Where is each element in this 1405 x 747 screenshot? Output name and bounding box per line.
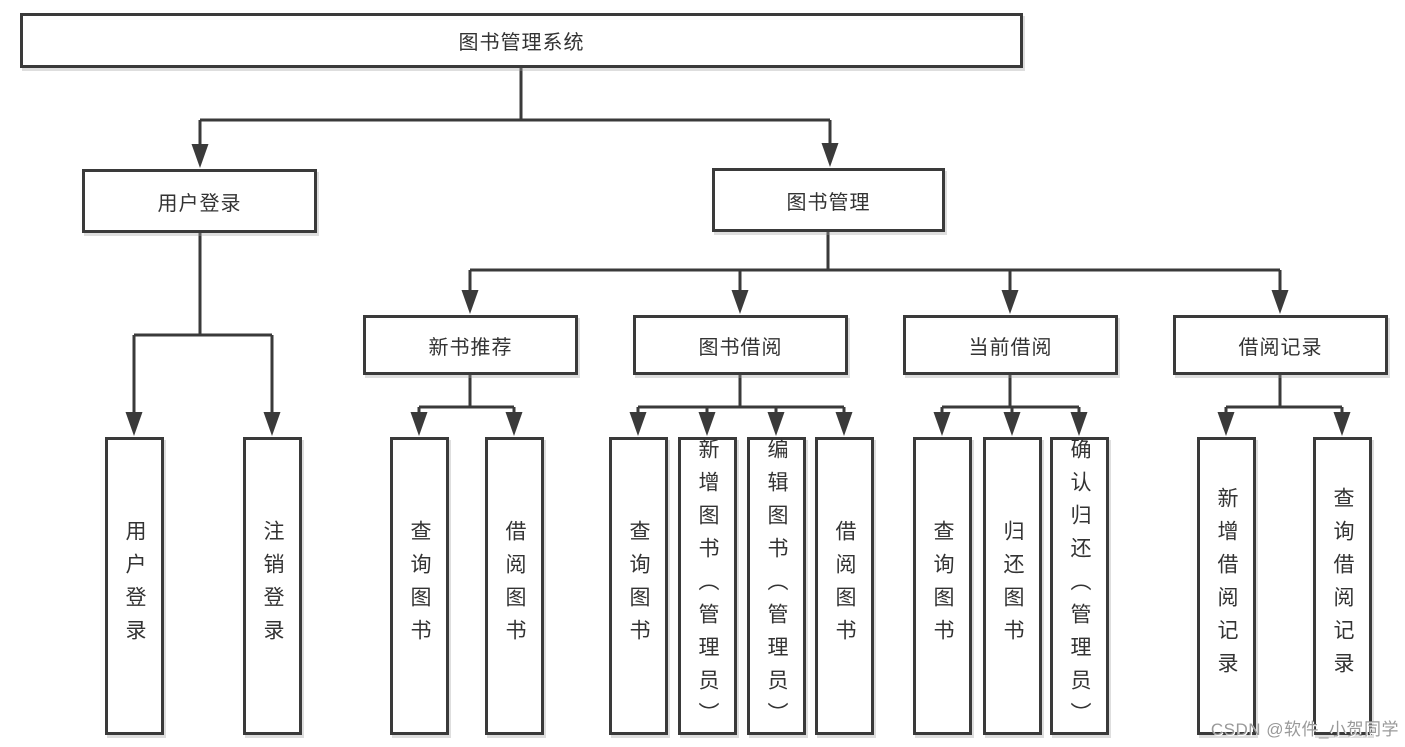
node-book-borrow: 图书借阅 (633, 315, 848, 375)
node-label: 图书管理 (786, 191, 871, 214)
leaf-borrow-book-recommend: 借阅图书 (485, 437, 544, 735)
node-label: 用户登录 (157, 192, 242, 215)
node-borrow-record: 借阅记录 (1173, 315, 1388, 375)
leaf-query-book-borrow: 查询图书 (609, 437, 668, 735)
leaf-query-borrow-record: 查询借阅记录 (1313, 437, 1372, 735)
node-book-management: 图书管理 (712, 168, 945, 232)
leaf-label: 查询借阅记录 (1331, 487, 1354, 685)
leaf-add-book-admin: 新增图书（管理员） (678, 437, 737, 735)
csdn-watermark: CSDN @软件_小贺同学 (1210, 720, 1399, 739)
leaf-label: 借阅图书 (503, 520, 526, 652)
leaf-query-book-current: 查询图书 (913, 437, 972, 735)
leaf-label: 新增借阅记录 (1215, 487, 1238, 685)
leaf-label: 确认归还（管理员） (1068, 437, 1091, 735)
node-label: 新书推荐 (428, 336, 513, 359)
node-library-system: 图书管理系统 (20, 13, 1023, 68)
leaf-label: 查询图书 (408, 520, 431, 652)
node-label: 图书管理系统 (458, 32, 585, 54)
leaf-label: 编辑图书（管理员） (765, 437, 788, 735)
leaf-return-book: 归还图书 (983, 437, 1042, 735)
leaf-user-login: 用户登录 (105, 437, 164, 735)
leaf-label: 查询图书 (931, 520, 954, 652)
node-label: 图书借阅 (698, 336, 783, 359)
node-new-book-recommend: 新书推荐 (363, 315, 578, 375)
node-label: 当前借阅 (968, 336, 1053, 359)
leaf-label: 用户登录 (123, 520, 146, 652)
leaf-label: 借阅图书 (833, 520, 856, 652)
leaf-query-book-recommend: 查询图书 (390, 437, 449, 735)
leaf-label: 新增图书（管理员） (696, 437, 719, 735)
node-label: 借阅记录 (1238, 336, 1323, 359)
leaf-label: 归还图书 (1001, 520, 1024, 652)
node-user-login: 用户登录 (82, 169, 317, 233)
node-current-borrow: 当前借阅 (903, 315, 1118, 375)
leaf-add-borrow-record: 新增借阅记录 (1197, 437, 1256, 735)
leaf-label: 查询图书 (627, 520, 650, 652)
leaf-edit-book-admin: 编辑图书（管理员） (747, 437, 806, 735)
leaf-confirm-return-admin: 确认归还（管理员） (1050, 437, 1109, 735)
leaf-label: 注销登录 (261, 520, 284, 652)
leaf-logout: 注销登录 (243, 437, 302, 735)
leaf-borrow-book: 借阅图书 (815, 437, 874, 735)
